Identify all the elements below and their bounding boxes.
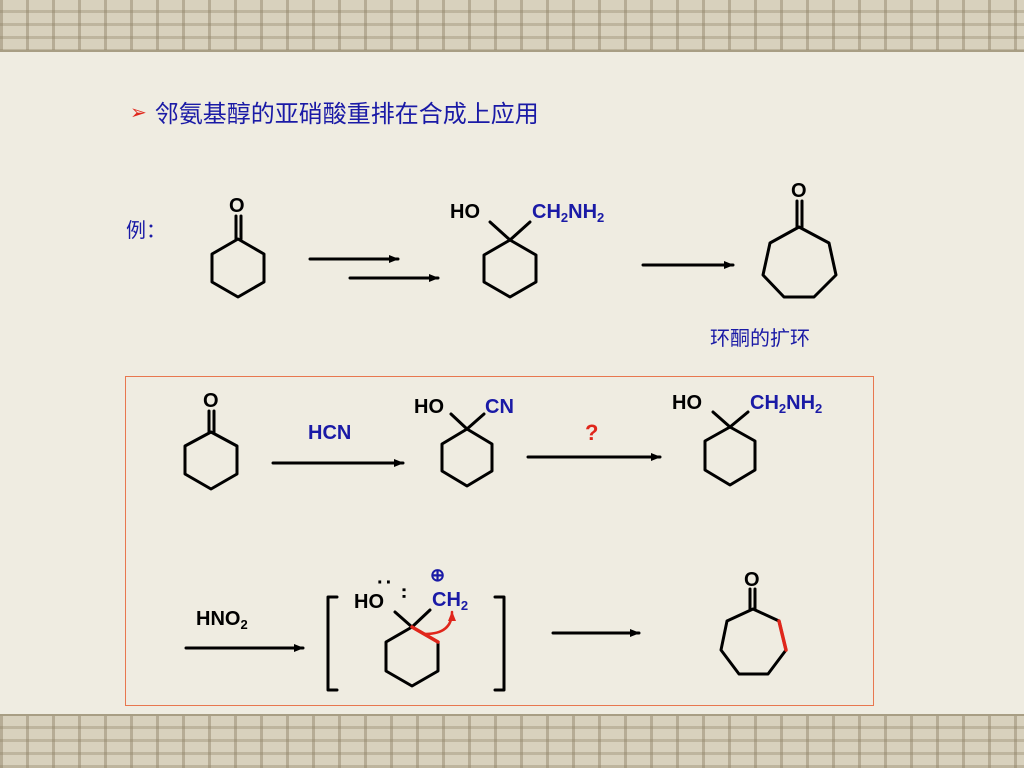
positive-charge: ⊕: [430, 565, 446, 585]
atom-o-1: O: [229, 195, 245, 217]
cyclohexanone-ring-2: [183, 430, 239, 491]
new-bond-highlight: [777, 619, 788, 652]
ho-bond-2: [449, 412, 469, 431]
atom-ho-1: HO: [450, 201, 480, 223]
example-label: 例：: [126, 218, 166, 242]
reagent-hcn: HCN: [308, 422, 352, 444]
top-decorative-border: [0, 0, 1024, 52]
atom-ch2nh2-1: CH2NH2: [532, 201, 605, 225]
cycloheptanone-ring-1: [761, 225, 838, 299]
atom-o-4: O: [744, 569, 760, 591]
ho-bond-4: [393, 610, 414, 629]
mechanism-panel: [125, 376, 874, 706]
ch2-bond-1: [508, 220, 532, 242]
cycloheptanone-ring-2: [719, 607, 788, 676]
arrow-bullet-icon: ➢: [130, 99, 147, 124]
ch2-bond-2: [728, 410, 750, 429]
right-bracket: [493, 595, 506, 692]
amino-alcohol-ring-1: [482, 238, 538, 299]
cyclohexanone-ring-1: [210, 237, 266, 299]
top-border-edge: [0, 50, 1024, 52]
atom-ho-3: HO: [672, 392, 702, 414]
cyanohydrin-ring: [440, 427, 494, 488]
lone-pair-top: ··: [377, 572, 395, 594]
lone-pair-side: ··: [392, 587, 414, 601]
bottom-border-edge: [0, 714, 1024, 716]
ring-expansion-note: 环酮的扩环: [710, 326, 810, 350]
atom-ch2-cation: CH2: [432, 589, 469, 613]
ho-bond-3: [711, 410, 732, 429]
bottom-decorative-border: [0, 714, 1024, 768]
slide-title-text: 邻氨基醇的亚硝酸重排在合成上应用: [154, 100, 539, 128]
atom-ch2nh2-2: CH2NH2: [750, 392, 823, 416]
amino-alcohol-ring-2: [703, 425, 757, 487]
atom-cn: CN: [485, 396, 514, 418]
ho-bond-1: [488, 220, 512, 242]
unknown-reagent-mark: ?: [585, 420, 599, 445]
atom-o-3: O: [203, 390, 219, 412]
ch2-bond-3: [410, 608, 432, 629]
curved-arrow-icon: [423, 610, 456, 636]
cn-bond: [465, 412, 486, 431]
atom-o-2: O: [791, 180, 807, 202]
atom-ho-2: HO: [414, 396, 444, 418]
left-bracket: [326, 595, 339, 692]
reagent-hno2: HNO2: [196, 608, 248, 632]
slide-title: ➢ 邻氨基醇的亚硝酸重排在合成上应用: [130, 94, 539, 129]
atom-ho-4: HO: [354, 591, 384, 613]
